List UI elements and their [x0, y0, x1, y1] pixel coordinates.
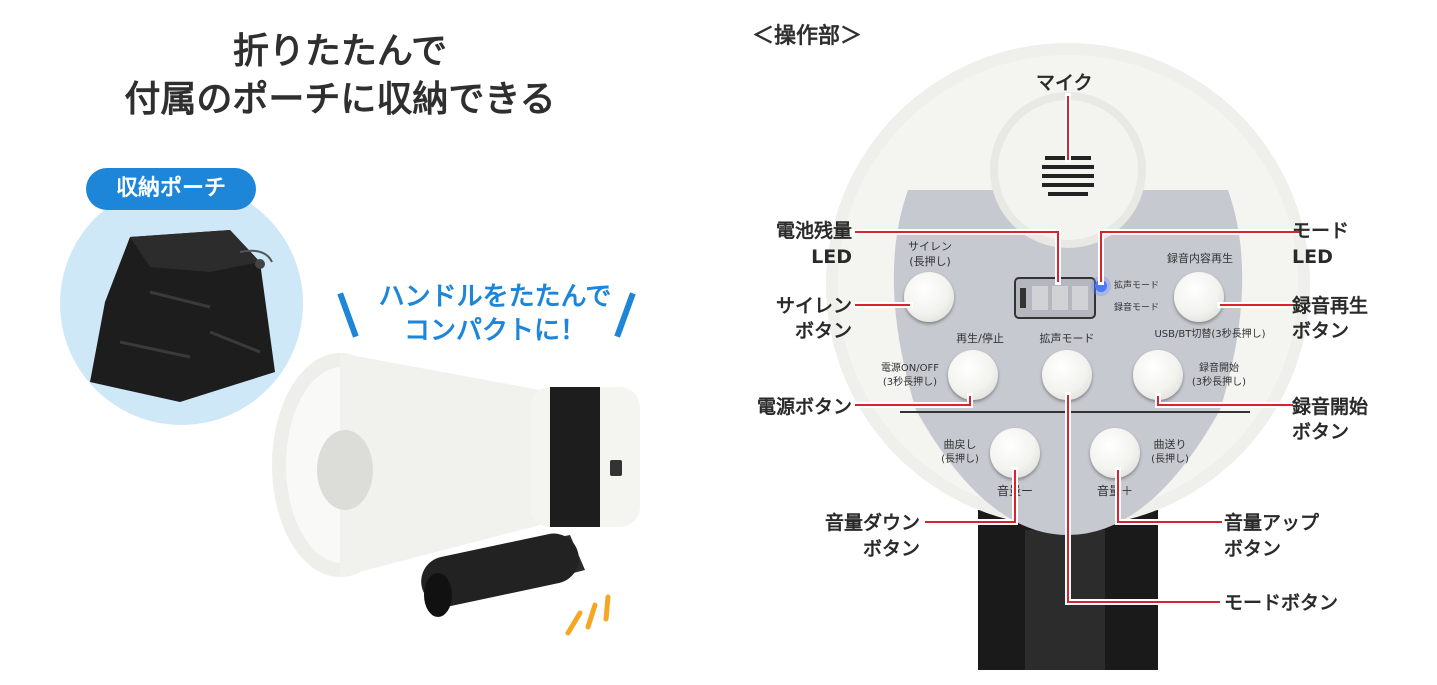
panel-siren-label: サイレン: [908, 240, 952, 253]
panel-play-label: 録音内容再生: [1167, 252, 1233, 265]
panel-vol-plus: 音量＋: [1096, 484, 1133, 498]
panel-rec-sub: (3秒長押し): [1191, 377, 1247, 388]
slogan-line-2: コンパクトに！: [403, 316, 586, 346]
callout-siren-2: ボタン: [794, 320, 852, 342]
callout-rec-1: 録音開始: [1292, 396, 1369, 418]
callout-battery-led-1: 電池残量: [775, 220, 852, 242]
callout-vol-down-1: 音量ダウン: [824, 512, 920, 534]
panel-power-sub: (3秒長押し): [882, 377, 938, 388]
callout-play-1: 録音再生: [1292, 295, 1369, 317]
callout-mode-button: モードボタン: [1224, 592, 1339, 614]
panel-next-label: 曲送り: [1153, 438, 1187, 451]
slogan-line-1: ハンドルをたたんで: [378, 282, 612, 312]
title-line-1: 折りたたんで: [232, 31, 448, 72]
panel-play-stop-label: 再生/停止: [956, 332, 1004, 345]
panel-next-sub: (長押し): [1151, 454, 1189, 465]
panel-mode-indicator-rec: 録音モード: [1114, 303, 1160, 313]
pouch-image-circle: [60, 182, 303, 425]
callout-vol-down-2: ボタン: [862, 538, 920, 560]
panel-rec-label: 録音開始: [1199, 363, 1239, 374]
record-start-button[interactable]: [1133, 350, 1183, 400]
mode-button[interactable]: [1042, 350, 1092, 400]
callout-mode-led-2: LED: [1292, 246, 1333, 268]
volume-down-button[interactable]: [990, 428, 1040, 478]
panel-siren-sub: (長押し): [909, 255, 951, 268]
siren-button[interactable]: [904, 272, 954, 322]
recording-play-button[interactable]: [1174, 272, 1224, 322]
section-title: ＜操作部＞: [752, 24, 863, 49]
panel-vol-minus: 音量ー: [996, 484, 1033, 498]
callout-battery-led-2: LED: [811, 246, 852, 268]
panel-loud-mode-label: 拡声モード: [1039, 332, 1095, 345]
callout-mic: マイク: [1036, 72, 1093, 94]
slogan-mark-left: [337, 292, 359, 338]
callout-vol-up-1: 音量アップ: [1224, 512, 1320, 534]
pouch-badge: 収納ポーチ: [86, 168, 256, 210]
pouch-bag-icon: [90, 230, 275, 402]
panel-prev-label: 曲戻し: [943, 438, 977, 451]
volume-up-button[interactable]: [1090, 428, 1140, 478]
callout-vol-up-2: ボタン: [1224, 538, 1282, 560]
callout-rec-2: ボタン: [1292, 421, 1350, 443]
panel-play-sub: USB/BT切替(3秒長押し): [1154, 329, 1266, 340]
power-button[interactable]: [948, 350, 998, 400]
megaphone-icon: [272, 353, 640, 636]
callout-play-2: ボタン: [1292, 320, 1350, 342]
panel-prev-sub: (長押し): [941, 454, 979, 465]
panel-power-label: 電源ON/OFF: [880, 363, 940, 374]
callout-power: 電源ボタン: [756, 396, 852, 418]
callout-mode-led-1: モード: [1292, 220, 1350, 242]
title-line-2: 付属のポーチに収納できる: [124, 79, 556, 120]
panel-mode-indicator-loud: 拡声モード: [1114, 281, 1160, 291]
callout-siren-1: サイレン: [775, 295, 852, 317]
